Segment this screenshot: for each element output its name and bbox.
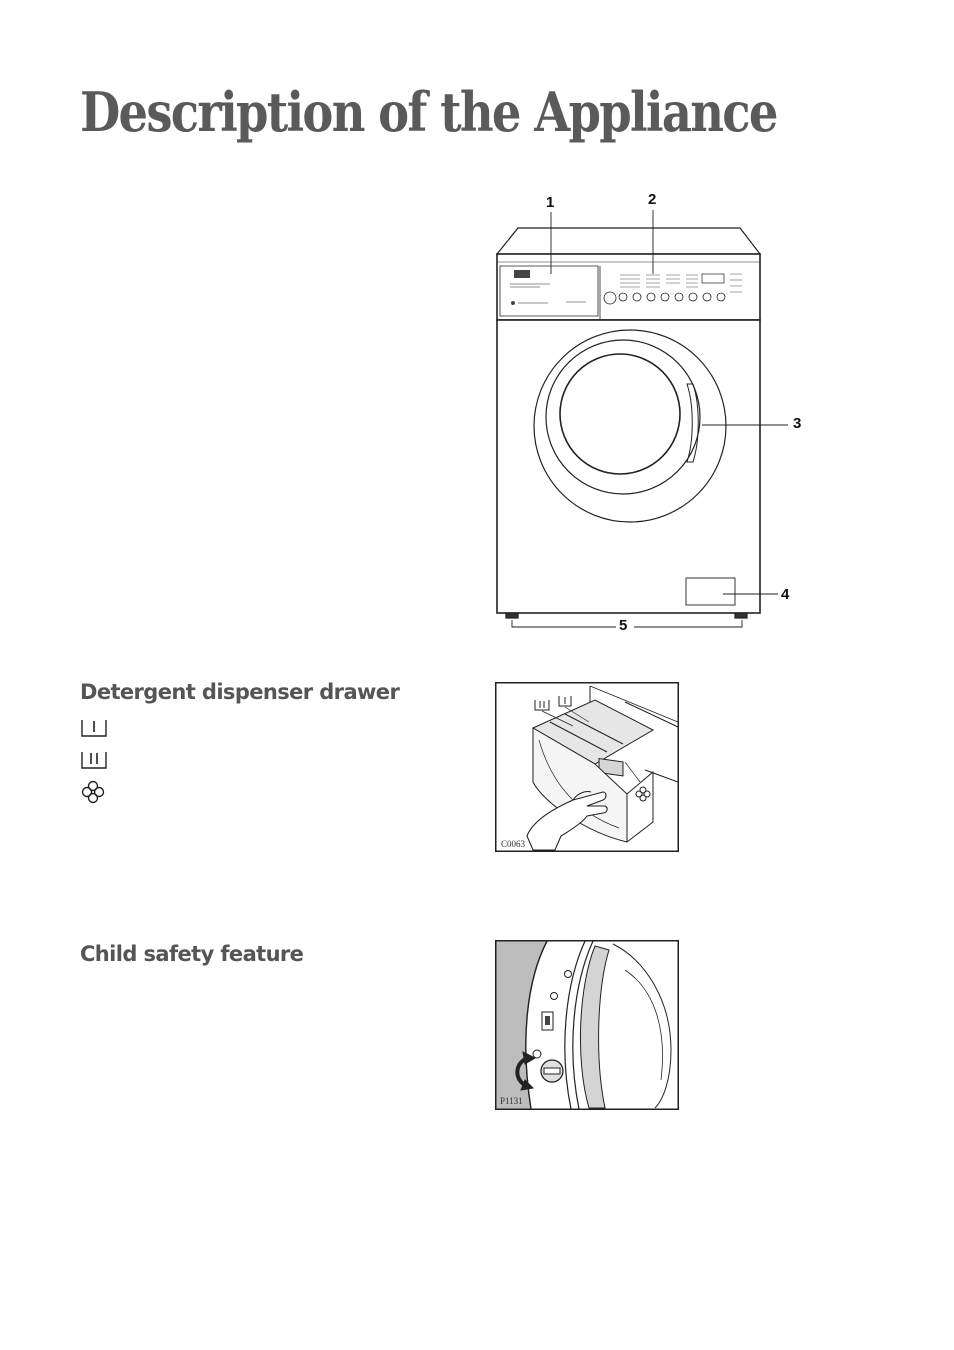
callout-1: 1 bbox=[546, 194, 555, 211]
detergent-drawer-heading: Detergent dispenser drawer bbox=[80, 680, 400, 704]
callout-2: 2 bbox=[648, 191, 657, 208]
washing-machine-drawing bbox=[495, 210, 788, 628]
child-safety-heading: Child safety feature bbox=[80, 942, 304, 966]
callout-4: 4 bbox=[781, 586, 790, 603]
callout-3: 3 bbox=[793, 415, 802, 432]
page-title: Description of the Appliance bbox=[80, 80, 778, 144]
callout-5: 5 bbox=[619, 617, 628, 634]
child-lock-drawing bbox=[495, 940, 679, 1110]
child-lock-figure-code: P1131 bbox=[500, 1096, 523, 1106]
drawer-drawing bbox=[495, 682, 679, 852]
compartment-I-icon bbox=[80, 716, 110, 740]
child-lock-figure: P1131 bbox=[495, 940, 679, 1110]
drawer-figure: C0063 bbox=[495, 682, 679, 852]
washing-machine-figure: 1 2 3 4 5 bbox=[480, 190, 820, 640]
drawer-figure-code: C0063 bbox=[501, 839, 526, 849]
flower-softener-icon bbox=[80, 780, 110, 804]
compartment-II-icon bbox=[80, 748, 110, 772]
